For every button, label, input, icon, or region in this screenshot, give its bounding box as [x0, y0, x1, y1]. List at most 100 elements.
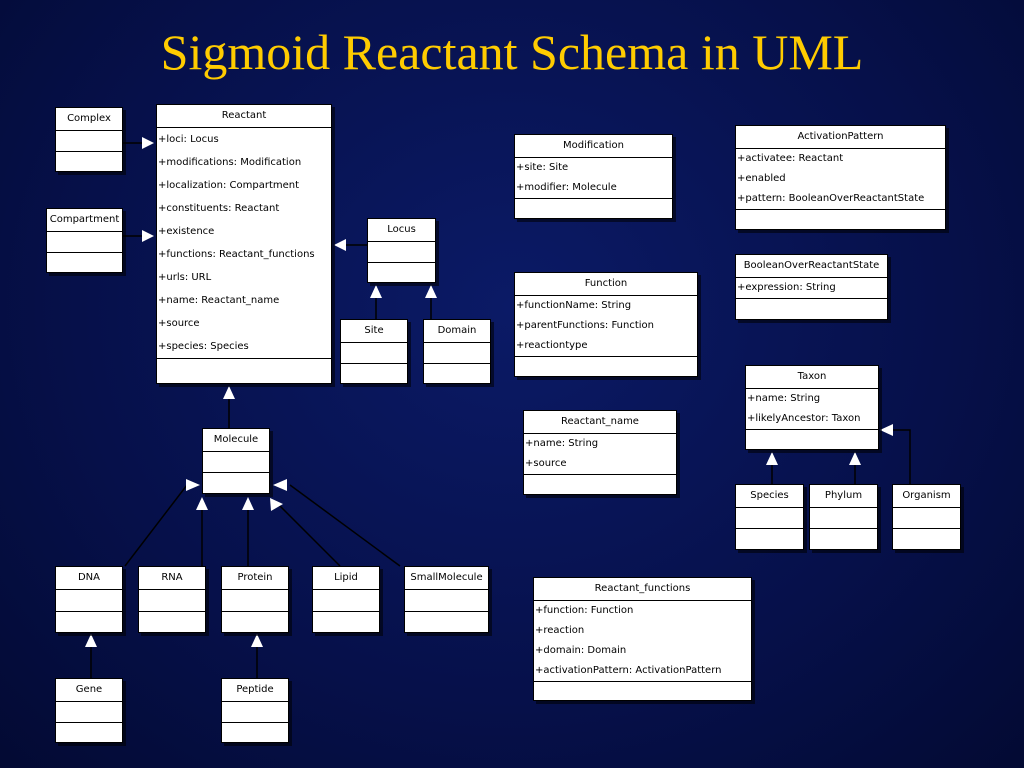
class-name: ActivationPattern [736, 126, 945, 149]
class-attrs [405, 590, 488, 612]
class-phylum[interactable]: Phylum [809, 484, 878, 550]
attr-activatee: +activatee: Reactant [737, 153, 844, 164]
class-attrs [810, 508, 877, 529]
attr-reactiontype: +reactiontype [516, 340, 588, 351]
attr-name: +name: String [525, 438, 599, 449]
class-lipid[interactable]: Lipid [312, 566, 380, 633]
link-gene-dna [85, 634, 97, 678]
attr-activationpattern: +activationPattern: ActivationPattern [535, 665, 722, 676]
attr-species: +species: Species [158, 341, 249, 352]
attr-function: +function: Function [535, 605, 634, 616]
class-attrs [893, 508, 960, 529]
class-locus[interactable]: Locus [367, 218, 436, 283]
class-species[interactable]: Species [735, 484, 804, 550]
attr-name: +name: String [747, 393, 821, 404]
attr-likelyancestor: +likelyAncestor: Taxon [747, 413, 861, 424]
class-site[interactable]: Site [340, 319, 408, 384]
class-name: Protein [222, 567, 288, 590]
class-name: SmallMolecule [405, 567, 488, 590]
class-attrs [736, 508, 803, 529]
class-modification[interactable]: Modification +site: Site +modifier: Mole… [514, 134, 673, 219]
attr-reaction: +reaction [535, 625, 585, 636]
class-gene[interactable]: Gene [55, 678, 123, 743]
link-rna-molecule [196, 497, 208, 566]
attr-modifier: +modifier: Molecule [516, 182, 617, 193]
class-taxon[interactable]: Taxon +name: String +likelyAncestor: Tax… [745, 365, 879, 450]
class-reactant[interactable]: Reactant +loci: Locus +modifications: Mo… [156, 104, 332, 384]
link-organism-taxon [880, 424, 911, 484]
attr-source: +source [158, 318, 200, 329]
attr-enabled: +enabled [737, 173, 786, 184]
attr-constituents: +constituents: Reactant [158, 203, 280, 214]
class-attrs: +site: Site +modifier: Molecule [515, 158, 672, 199]
class-attrs [203, 452, 269, 473]
class-attrs: +expression: String [736, 278, 887, 299]
attr-source: +source [525, 458, 567, 469]
link-molecule-reactant [223, 386, 235, 428]
class-name: Lipid [313, 567, 379, 590]
class-name: BooleanOverReactantState [736, 255, 887, 278]
attr-modifications: +modifications: Modification [158, 157, 302, 168]
class-function[interactable]: Function +functionName: String +parentFu… [514, 272, 698, 377]
link-smallmolecule-molecule [273, 479, 401, 567]
class-dna[interactable]: DNA [55, 566, 123, 633]
class-name: Peptide [222, 679, 288, 702]
attr-existence: +existence [158, 226, 215, 237]
link-site-locus [370, 285, 382, 319]
class-protein[interactable]: Protein [221, 566, 289, 633]
class-reactant-functions[interactable]: Reactant_functions +function: Function +… [533, 577, 752, 701]
class-name: Locus [368, 219, 435, 242]
link-phylum-taxon [849, 452, 861, 484]
class-molecule[interactable]: Molecule [202, 428, 270, 494]
link-lipid-molecule [270, 498, 341, 567]
class-name: Taxon [746, 366, 878, 389]
class-name: Complex [56, 108, 122, 131]
link-peptide-protein [251, 634, 263, 678]
attr-loci: +loci: Locus [158, 134, 219, 145]
class-peptide[interactable]: Peptide [221, 678, 289, 743]
class-name: Function [515, 273, 697, 296]
attr-localization: +localization: Compartment [158, 180, 300, 191]
class-attrs [222, 702, 288, 723]
class-name: Gene [56, 679, 122, 702]
attr-name: +name: Reactant_name [158, 295, 280, 306]
class-attrs: +function: Function +reaction +domain: D… [534, 601, 751, 682]
link-dna-molecule [124, 479, 200, 567]
class-name: Reactant_name [524, 411, 676, 434]
class-attrs [47, 232, 122, 253]
class-attrs [56, 702, 122, 723]
class-name: Phylum [810, 485, 877, 508]
class-booleanoverreactantstate[interactable]: BooleanOverReactantState +expression: St… [735, 254, 888, 320]
link-domain-locus [425, 285, 437, 319]
class-reactant-name[interactable]: Reactant_name +name: String +source [523, 410, 677, 495]
class-name: Molecule [203, 429, 269, 452]
class-attrs: +functionName: String +parentFunctions: … [515, 296, 697, 357]
class-name: Organism [893, 485, 960, 508]
class-rna[interactable]: RNA [138, 566, 206, 633]
class-complex[interactable]: Complex [55, 107, 123, 172]
link-complex-reactant [123, 137, 154, 149]
class-attrs: +name: String +likelyAncestor: Taxon [746, 389, 878, 430]
attr-urls: +urls: URL [158, 272, 212, 283]
class-attrs [341, 343, 407, 364]
attr-functionname: +functionName: String [516, 300, 632, 311]
class-attrs: +name: String +source [524, 434, 676, 475]
class-name: Reactant [157, 105, 331, 128]
class-attrs: +loci: Locus +modifications: Modificatio… [157, 128, 331, 359]
slide-title: Sigmoid Reactant Schema in UML [160, 24, 864, 80]
class-name: DNA [56, 567, 122, 590]
class-name: Species [736, 485, 803, 508]
class-activationpattern[interactable]: ActivationPattern +activatee: Reactant +… [735, 125, 946, 230]
class-name: Compartment [47, 209, 122, 232]
class-smallmolecule[interactable]: SmallMolecule [404, 566, 489, 633]
class-domain[interactable]: Domain [423, 319, 491, 384]
class-organism[interactable]: Organism [892, 484, 961, 550]
class-attrs [56, 131, 122, 152]
attr-parentfunctions: +parentFunctions: Function [516, 320, 654, 331]
class-attrs [368, 242, 435, 263]
class-name: Domain [424, 320, 490, 343]
class-attrs [222, 590, 288, 612]
attr-expression: +expression: String [737, 282, 836, 293]
class-compartment[interactable]: Compartment [46, 208, 123, 273]
class-attrs: +activatee: Reactant +enabled +pattern: … [736, 149, 945, 210]
